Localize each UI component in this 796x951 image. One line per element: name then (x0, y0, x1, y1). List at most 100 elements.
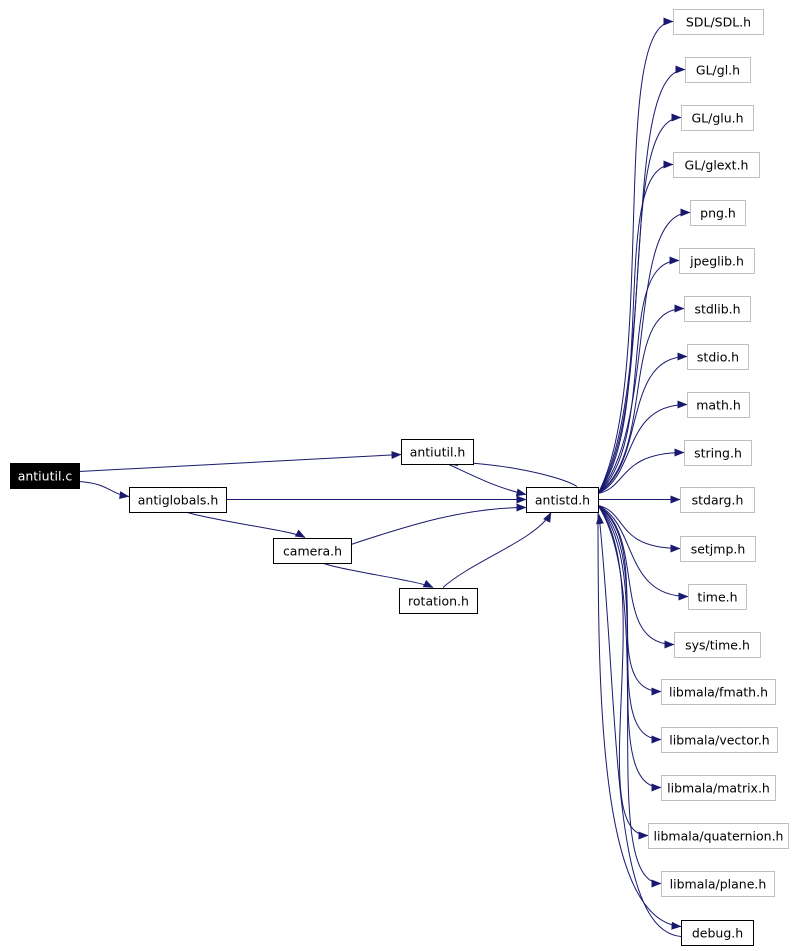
node-box (687, 392, 750, 418)
node-label: libmala/plane.h (670, 877, 767, 892)
node-label: stdlib.h (694, 302, 740, 317)
node-label: time.h (697, 590, 737, 605)
edge-antistd-h-to-plane-h (597, 505, 662, 888)
edge-antistd-h-to-debug-h (597, 511, 682, 930)
edge-camera-h-to-antistd-h (350, 503, 527, 545)
node-label: antiutil.c (18, 469, 73, 484)
node-string-h: string.h (684, 440, 752, 466)
node-stdlib-h: stdlib.h (684, 296, 751, 322)
node-box (690, 200, 746, 226)
node-jpeglib-h: jpeglib.h (679, 248, 755, 274)
node-label: stdio.h (697, 350, 739, 365)
node-label: libmala/matrix.h (667, 781, 770, 796)
node-box (661, 727, 778, 753)
node-box (648, 823, 789, 849)
nodes-layer: antiutil.c antiutil.h antiglobals.h antistd… (10, 9, 789, 946)
node-glext-h: GL/glext.h (673, 152, 760, 178)
edge-antiutil-h-to-antistd-h (448, 464, 527, 497)
node-box (673, 152, 760, 178)
node-label: debug.h (692, 926, 743, 941)
node-box (273, 538, 352, 564)
edges-layer (78, 17, 691, 937)
node-quaternion-h: libmala/quaternion.h (648, 823, 789, 849)
node-box (674, 632, 761, 658)
edge-antistd-h-to-string-h (597, 448, 685, 494)
node-camera-h[interactable]: camera.h (273, 538, 352, 564)
node-box (526, 487, 599, 513)
node-label: libmala/vector.h (669, 733, 769, 748)
node-label: camera.h (283, 544, 342, 559)
edge-antistd-h-to-gl-h (597, 65, 686, 494)
node-box (681, 920, 754, 946)
node-rotation-h[interactable]: rotation.h (399, 588, 478, 614)
node-plane-h: libmala/plane.h (661, 871, 775, 897)
node-antiutil-c[interactable]: antiutil.c (10, 463, 80, 489)
node-label: antiglobals.h (138, 493, 219, 508)
node-label: libmala/quaternion.h (654, 829, 784, 844)
node-label: GL/glext.h (685, 158, 749, 173)
node-math-h: math.h (687, 392, 750, 418)
edge-antistd-h-to-antiutil-h (447, 458, 578, 487)
node-label: GL/glu.h (691, 111, 743, 126)
node-box (685, 57, 751, 83)
node-label: antiutil.h (410, 445, 466, 460)
node-box (684, 440, 752, 466)
node-antiglobals-h[interactable]: antiglobals.h (129, 487, 227, 513)
edge-antistd-h-to-systime-h (597, 505, 675, 649)
node-label: jpeglib.h (689, 254, 744, 269)
node-sdl-h: SDL/SDL.h (673, 9, 764, 35)
node-box (399, 588, 478, 614)
edge-antistd-h-to-setjmp-h (597, 505, 681, 553)
node-gl-h: GL/gl.h (685, 57, 751, 83)
node-box (10, 463, 80, 489)
edge-antistd-h-to-png-h (597, 208, 691, 494)
edge-camera-h-to-rotation-h (323, 563, 434, 588)
edge-antistd-h-to-stdio-h (597, 352, 688, 494)
node-stdarg-h: stdarg.h (680, 487, 755, 513)
node-box (129, 487, 227, 513)
node-label: setjmp.h (691, 542, 746, 557)
node-box (661, 775, 776, 801)
edge-antiglobals-h-to-camera-h (187, 512, 306, 538)
edge-antistd-h-to-sdl-h (597, 17, 674, 494)
node-box (681, 105, 754, 131)
node-label: rotation.h (408, 594, 469, 609)
node-debug-h[interactable]: debug.h (681, 920, 754, 946)
node-label: antistd.h (535, 493, 590, 508)
node-box (661, 871, 775, 897)
node-matrix-h: libmala/matrix.h (661, 775, 776, 801)
node-label: stdarg.h (692, 493, 744, 508)
edge-antistd-h-to-math-h (597, 400, 688, 494)
edge-antiutil-c-to-antiglobals-h (78, 481, 130, 500)
node-glu-h: GL/glu.h (681, 105, 754, 131)
node-antiutil-h[interactable]: antiutil.h (401, 439, 474, 465)
node-antistd-h[interactable]: antistd.h (526, 487, 599, 513)
node-box (688, 584, 747, 610)
node-box (687, 344, 749, 370)
node-fmath-h: libmala/fmath.h (661, 679, 776, 705)
node-box (679, 248, 755, 274)
node-label: SDL/SDL.h (686, 15, 751, 30)
node-box (680, 536, 756, 562)
node-systime-h: sys/time.h (674, 632, 761, 658)
node-label: GL/gl.h (696, 63, 740, 78)
edge-antistd-h-to-jpeglib-h (597, 256, 680, 494)
node-png-h: png.h (690, 200, 746, 226)
node-stdio-h: stdio.h (687, 344, 749, 370)
node-time-h: time.h (688, 584, 747, 610)
node-vector-h: libmala/vector.h (661, 727, 778, 753)
edge-antistd-h-to-stdlib-h (597, 304, 685, 494)
edge-debug-h-to-antistd-h (595, 514, 682, 937)
edge-antistd-h-to-time-h (597, 505, 689, 601)
node-box (673, 9, 764, 35)
node-label: math.h (696, 398, 741, 413)
edge-antistd-h-to-quaternion-h (597, 505, 649, 840)
edge-rotation-h-to-antistd-h (442, 512, 552, 588)
node-label: string.h (694, 446, 742, 461)
edge-antistd-h-to-glext-h (597, 160, 674, 494)
node-box (680, 487, 755, 513)
node-box (684, 296, 751, 322)
node-box (661, 679, 776, 705)
node-label: png.h (700, 206, 736, 221)
